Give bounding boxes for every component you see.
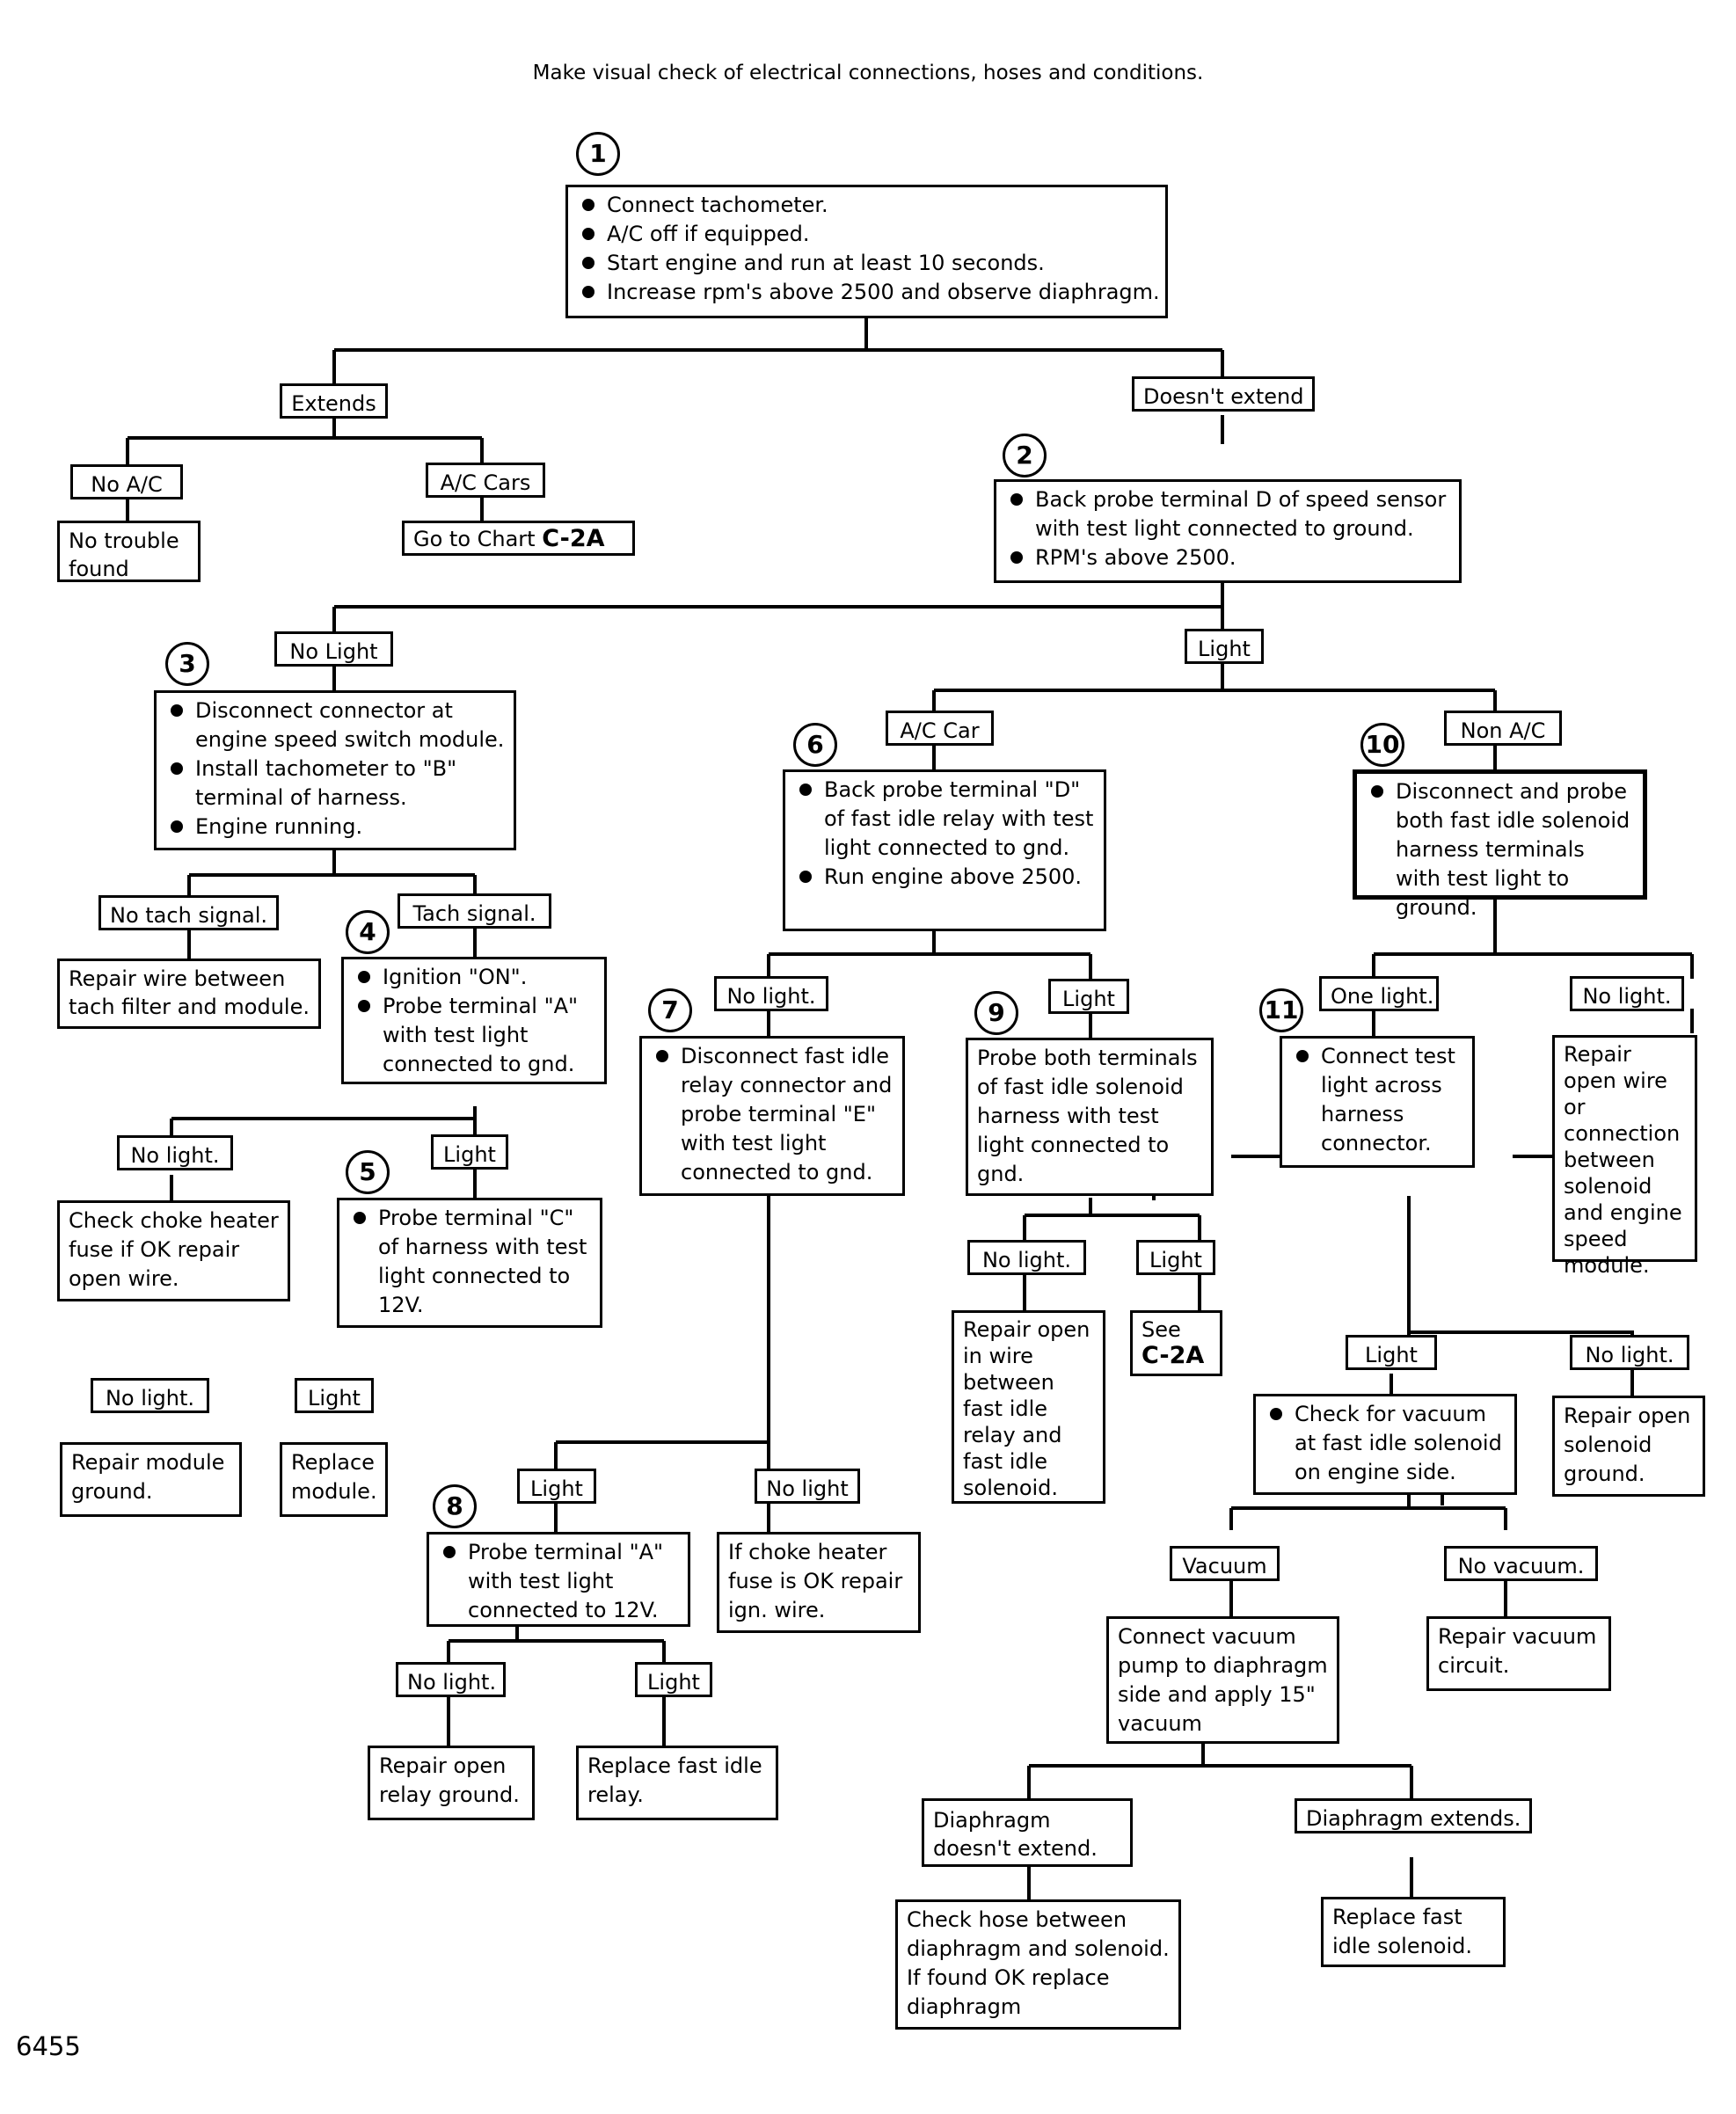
step-4-line: Ignition "ON".	[353, 963, 595, 992]
result-no-trouble: No trouble found	[57, 521, 201, 582]
step-11-box: Connect test light across harness connec…	[1280, 1036, 1475, 1168]
step-number-10: 10	[1360, 723, 1404, 767]
branch-light-4: Light	[431, 1134, 508, 1170]
step-5-line: Probe terminal "C" of harness with test …	[348, 1204, 591, 1320]
branch-no-light-10: No light.	[1570, 976, 1684, 1011]
result-check-choke-fuse: Check choke heater fuse if OK repair ope…	[57, 1200, 290, 1301]
step-6-box: Back probe terminal "D" of fast idle rel…	[783, 769, 1106, 931]
branch-non-ac: Non A/C	[1444, 711, 1562, 746]
result-repair-vacuum-circuit: Repair vacuum circuit.	[1426, 1616, 1611, 1691]
branch-diaphragm-extends: Diaphragm extends.	[1295, 1798, 1532, 1833]
step-7-box: Disconnect fast idle relay connector and…	[639, 1036, 905, 1196]
branch-diaphragm-doesnt-extend: Diaphragm doesn't extend.	[922, 1798, 1133, 1867]
branch-light: Light	[1185, 629, 1264, 664]
result-repair-relay-ground: Repair open relay ground.	[368, 1746, 535, 1820]
step-5-box: Probe terminal "C" of harness with test …	[337, 1198, 602, 1328]
result-repair-open-wire: Repair open wire or connection between s…	[1552, 1035, 1697, 1278]
result-repair-tach-wire: Repair wire between tach filter and modu…	[57, 959, 321, 1029]
goto-chart-text: Go to Chart	[413, 527, 536, 551]
branch-light-9: Light	[1136, 1240, 1215, 1275]
result-replace-relay: Replace fast idle relay.	[576, 1746, 778, 1820]
branch-light-5: Light	[295, 1378, 374, 1413]
branch-no-light-7: No light	[755, 1469, 860, 1504]
step-1-box: Connect tachometer. A/C off if equipped.…	[565, 185, 1168, 318]
result-repair-module-ground: Repair module ground.	[60, 1442, 242, 1517]
branch-ac-car: A/C Car	[886, 711, 994, 746]
step-4-line: Probe terminal "A" with test light conne…	[353, 992, 595, 1079]
step-1-line: Increase rpm's above 2500 and observe di…	[577, 278, 1160, 307]
branch-one-light: One light.	[1319, 976, 1439, 1011]
result-goto-c2a: Go to Chart C-2A	[402, 521, 635, 556]
step-8-box: Probe terminal "A" with test light conne…	[427, 1532, 690, 1627]
result-replace-solenoid: Replace fast idle solenoid.	[1321, 1897, 1506, 1967]
step-11-line: Connect test light across harness connec…	[1291, 1042, 1463, 1158]
vacuum-check-box: Check for vacuum at fast idle solenoid o…	[1253, 1394, 1517, 1495]
step-number-2: 2	[1003, 434, 1047, 477]
branch-vacuum: Vacuum	[1170, 1546, 1280, 1581]
step-number-5: 5	[346, 1150, 390, 1194]
step-6-line: Back probe terminal "D" of fast idle rel…	[794, 776, 1095, 863]
branch-light-8: Light	[635, 1662, 712, 1697]
branch-light-6: Light	[1048, 979, 1129, 1014]
step-1-line: Start engine and run at least 10 seconds…	[577, 249, 1156, 278]
branch-no-light-4: No light.	[117, 1135, 233, 1170]
result-repair-solenoid-ground: Repair open solenoid ground.	[1552, 1396, 1705, 1497]
step-8-line: Probe terminal "A" with test light conne…	[438, 1538, 679, 1625]
branch-no-tach-signal: No tach signal.	[98, 895, 279, 930]
vacuum-check-line: Check for vacuum at fast idle solenoid o…	[1265, 1400, 1506, 1487]
result-check-hose: Check hose between diaphragm and solenoi…	[895, 1899, 1181, 2030]
branch-ac-cars: A/C Cars	[426, 463, 545, 498]
branch-no-light-6: No light.	[714, 976, 828, 1011]
step-6-line: Run engine above 2500.	[794, 863, 1095, 892]
chart-c2a-ref: C-2A	[1142, 1342, 1205, 1369]
step-4-box: Ignition "ON". Probe terminal "A" with t…	[341, 957, 607, 1084]
chart-title: Make visual check of electrical connecti…	[532, 62, 1204, 84]
step-number-1: 1	[576, 132, 620, 176]
branch-light-7: Light	[517, 1469, 596, 1504]
see-text: See	[1142, 1317, 1181, 1342]
branch-no-light-11: No light.	[1570, 1335, 1689, 1370]
step-number-4: 4	[346, 910, 390, 954]
step-2-line: Back probe terminal D of speed sensor wi…	[1005, 485, 1450, 543]
branch-doesnt-extend: Doesn't extend	[1132, 376, 1315, 412]
branch-no-light-8: No light.	[396, 1662, 506, 1697]
step-1-line: A/C off if equipped.	[577, 220, 1156, 249]
step-number-8: 8	[433, 1484, 477, 1528]
step-number-7: 7	[648, 988, 692, 1032]
chart-c2a-ref: C-2A	[542, 525, 605, 552]
branch-extends: Extends	[280, 383, 388, 419]
step-10-line: Disconnect and probe both fast idle sole…	[1366, 777, 1634, 922]
branch-tach-signal: Tach signal.	[398, 893, 551, 929]
branch-light-11: Light	[1346, 1335, 1437, 1370]
step-number-11: 11	[1259, 988, 1303, 1032]
step-2-box: Back probe terminal D of speed sensor wi…	[994, 479, 1462, 583]
figure-number: 6455	[16, 2031, 81, 2061]
step-10-box: Disconnect and probe both fast idle sole…	[1353, 769, 1647, 920]
step-3-line: Install tachometer to "B" terminal of ha…	[165, 754, 505, 813]
step-1-line: Connect tachometer.	[577, 191, 1156, 220]
step-number-6: 6	[793, 723, 837, 767]
step-2-line: RPM's above 2500.	[1005, 543, 1450, 572]
branch-no-light-5: No light.	[91, 1378, 209, 1413]
step-number-3: 3	[165, 642, 209, 686]
branch-no-light-9: No light.	[967, 1240, 1086, 1275]
step-7-line: Disconnect fast idle relay connector and…	[651, 1042, 894, 1187]
result-connect-vacuum-pump: Connect vacuum pump to diaphragm side an…	[1106, 1616, 1339, 1744]
step-number-9: 9	[974, 991, 1018, 1035]
branch-no-light: No Light	[274, 631, 393, 667]
branch-no-ac: No A/C	[70, 464, 183, 499]
step-9-box: Probe both terminals of fast idle soleno…	[966, 1038, 1214, 1196]
step-3-line: Engine running.	[165, 813, 505, 842]
branch-no-vacuum: No vacuum.	[1444, 1546, 1598, 1581]
result-choke-ign-wire: If choke heater fuse is OK repair ign. w…	[717, 1532, 921, 1633]
result-replace-module: Replace module.	[280, 1442, 388, 1517]
step-3-line: Disconnect connector at engine speed swi…	[165, 696, 505, 754]
step-3-box: Disconnect connector at engine speed swi…	[154, 690, 516, 850]
result-repair-relay-solenoid-wire: Repair open in wire between fast idle re…	[952, 1310, 1105, 1504]
